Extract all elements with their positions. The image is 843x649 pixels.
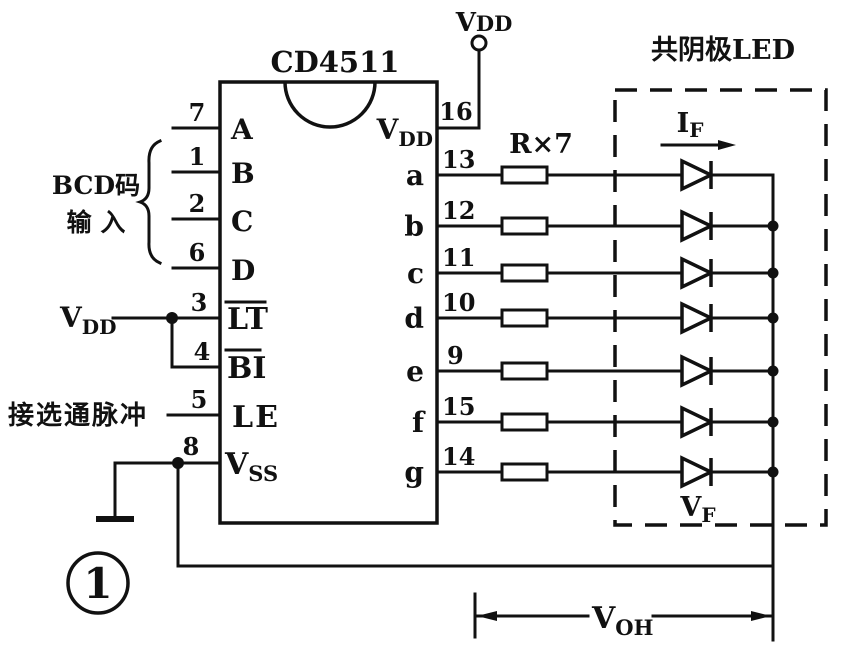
pin-label-a-input: A bbox=[230, 113, 254, 146]
resistor-icon bbox=[500, 308, 549, 328]
led-diode-icon bbox=[680, 256, 716, 290]
led-box-title: 共阴极LED bbox=[651, 35, 795, 66]
figure-number-badge: 1 bbox=[66, 551, 130, 615]
segment-row-d: d 10 bbox=[404, 288, 779, 335]
figure-number-text: 1 bbox=[83, 559, 112, 608]
pin16-number: 16 bbox=[439, 97, 472, 126]
strobe-label: 接选通脉冲 bbox=[8, 401, 148, 431]
brace bbox=[135, 139, 162, 265]
segment-letter: b bbox=[404, 210, 424, 243]
lt-bi-pins: VDD 3 LT 4 BI bbox=[59, 288, 269, 386]
resistor-icon bbox=[500, 216, 549, 236]
pin3-number: 3 bbox=[191, 288, 208, 317]
led-diode-icon bbox=[680, 405, 716, 439]
resistor-icon bbox=[500, 412, 549, 432]
led-diode-icon bbox=[680, 354, 716, 388]
segment-letter: g bbox=[404, 456, 424, 489]
segment-letter: d bbox=[404, 302, 424, 335]
ic-outline bbox=[218, 80, 439, 525]
led-diode-icon bbox=[680, 158, 716, 192]
pin7-number: 7 bbox=[189, 98, 206, 127]
resistor-icon bbox=[500, 361, 549, 381]
voh-arrow-right-icon bbox=[751, 611, 771, 621]
if-arrow-head-icon bbox=[718, 140, 736, 150]
bcd-input-pins: 7 A 1 B 2 C 6 D bbox=[171, 98, 255, 287]
if-label: IF bbox=[677, 108, 704, 142]
led-diode-icon bbox=[680, 455, 716, 489]
figure-number-circle bbox=[66, 551, 130, 615]
voh-arrow-left-icon bbox=[477, 611, 497, 621]
cd4511-ic: CD4511 bbox=[218, 45, 439, 525]
pin-number: 12 bbox=[442, 196, 475, 225]
vdd-left-label: VDD bbox=[59, 301, 116, 339]
segment-row-e: e 9 bbox=[406, 341, 779, 388]
vf-label: VF bbox=[679, 492, 715, 527]
bcd-label-line1: BCD码 bbox=[52, 171, 140, 200]
ic-title: CD4511 bbox=[271, 45, 400, 79]
pin-label-lt: LT bbox=[227, 302, 269, 337]
pin-label-vdd: VDD bbox=[376, 113, 433, 151]
segment-row-a: a 13 bbox=[406, 145, 775, 192]
segment-letter: f bbox=[412, 406, 426, 439]
vdd-pin16: VDD 16 VDD bbox=[376, 8, 513, 151]
resistor-icon bbox=[500, 165, 549, 185]
pin-label-vss: VSS bbox=[224, 447, 278, 486]
pin-label-b-input: B bbox=[231, 157, 255, 190]
pin2-number: 2 bbox=[189, 189, 206, 218]
forward-current-annotation: IF bbox=[660, 108, 736, 150]
resistor-icon bbox=[500, 462, 549, 482]
resistor-group-label: R×7 bbox=[509, 129, 573, 160]
pin-number: 10 bbox=[442, 288, 475, 317]
led-diode-icon bbox=[680, 209, 716, 243]
segment-letter: a bbox=[406, 159, 424, 192]
ic-notch bbox=[283, 81, 377, 129]
pin5-number: 5 bbox=[191, 385, 208, 414]
pin-number: 13 bbox=[442, 145, 475, 174]
pin4-number: 4 bbox=[194, 337, 211, 366]
resistor-icon bbox=[500, 263, 549, 283]
pin-label-le: LE bbox=[232, 400, 280, 435]
pin-number: 9 bbox=[447, 341, 464, 370]
pin-number: 14 bbox=[442, 442, 475, 471]
lt-to-bi-wire bbox=[170, 316, 222, 369]
pin8-number: 8 bbox=[183, 432, 200, 461]
vdd-top-label: VDD bbox=[455, 8, 513, 38]
vss-pin: 8 VSS bbox=[96, 432, 775, 568]
cathode-return-wire bbox=[176, 461, 775, 568]
vdd-wire bbox=[435, 48, 481, 130]
led-diode-icon bbox=[680, 301, 716, 335]
pin-label-d-input: D bbox=[231, 254, 255, 287]
pin6-number: 6 bbox=[189, 238, 206, 267]
segment-row-f: f 15 bbox=[412, 392, 779, 439]
segment-letter: c bbox=[407, 257, 424, 290]
voh-label: VOH bbox=[591, 601, 653, 640]
segment-row-c: c 11 bbox=[407, 243, 779, 290]
segment-letter: e bbox=[406, 355, 424, 388]
vdd-terminal-icon bbox=[470, 34, 488, 52]
segment-row-g: g 14 bbox=[404, 442, 779, 489]
pin-number: 15 bbox=[442, 392, 475, 421]
le-pin: 接选通脉冲 5 LE bbox=[8, 385, 280, 435]
bcd-input-annotation: BCD码 输 入 bbox=[52, 139, 162, 265]
voh-dimension: VOH bbox=[473, 592, 775, 640]
pin-number: 11 bbox=[442, 243, 475, 272]
bcd-label-line2: 输 入 bbox=[67, 208, 126, 237]
pin-label-bi: BI bbox=[227, 351, 266, 386]
segment-row-b: b 12 bbox=[404, 196, 779, 243]
led-dashed-box bbox=[613, 88, 828, 527]
pin1-number: 1 bbox=[189, 142, 206, 171]
pin-label-c-input: C bbox=[231, 205, 253, 238]
